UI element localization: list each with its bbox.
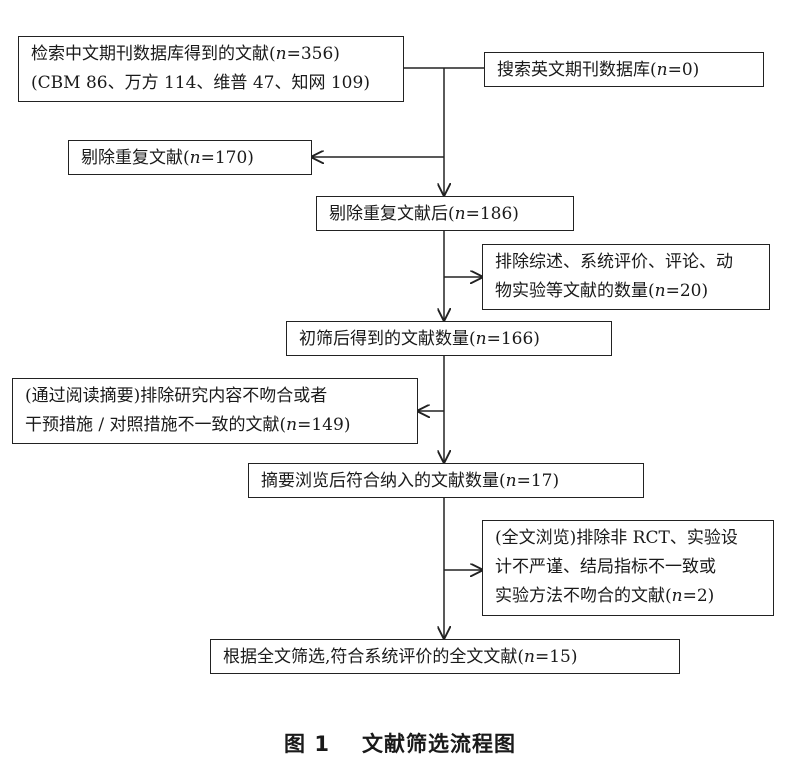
figure-caption: 图 1 文献筛选流程图 xyxy=(0,728,800,758)
node-final-included: 根据全文筛选,符合系统评价的全文文献(n=15) xyxy=(210,639,680,674)
figure-number: 图 1 xyxy=(284,732,330,756)
node-abstract-included: 摘要浏览后符合纳入的文献数量(n=17) xyxy=(248,463,644,498)
exclude-fulltext-line2: 计不严谨、结局指标不一致或 xyxy=(495,557,716,577)
exclude-fulltext-line3-prefix: 实验方法不吻合的文献( xyxy=(495,586,672,606)
exclude-reviews-count: =20) xyxy=(665,281,709,301)
n-symbol: n xyxy=(475,329,487,349)
node-exclude-by-abstract: (通过阅读摘要)排除研究内容不吻合或者 干预措施 / 对照措施不一致的文献(n=… xyxy=(12,378,418,444)
node-duplicates-removed: 剔除重复文献(n=170) xyxy=(68,140,312,175)
abstract-included-prefix: 摘要浏览后符合纳入的文献数量( xyxy=(261,471,506,491)
n-symbol: n xyxy=(286,415,298,435)
exclude-abstract-line1: (通过阅读摘要)排除研究内容不吻合或者 xyxy=(25,386,328,406)
n-symbol: n xyxy=(454,204,466,224)
exclude-abstract-count: =149) xyxy=(297,415,351,435)
initial-screen-prefix: 初筛后得到的文献数量( xyxy=(299,329,476,349)
abstract-included-count: =17) xyxy=(516,471,560,491)
dup-removed-count: =170) xyxy=(200,148,254,168)
n-symbol: n xyxy=(275,44,287,64)
n-symbol: n xyxy=(654,281,666,301)
exclude-reviews-line1: 排除综述、系统评价、评论、动 xyxy=(495,252,733,272)
search-cn-line1-prefix: 检索中文期刊数据库得到的文献( xyxy=(31,44,276,64)
node-exclude-reviews: 排除综述、系统评价、评论、动 物实验等文献的数量(n=20) xyxy=(482,244,770,310)
final-included-prefix: 根据全文筛选,符合系统评价的全文文献( xyxy=(223,647,525,667)
initial-screen-count: =166) xyxy=(486,329,540,349)
n-symbol: n xyxy=(524,647,535,667)
node-after-deduplication: 剔除重复文献后(n=186) xyxy=(316,196,574,231)
figure-title: 文献筛选流程图 xyxy=(361,732,516,756)
exclude-fulltext-count: =2) xyxy=(682,586,715,606)
search-en-count: =0) xyxy=(667,60,700,80)
after-dedup-prefix: 剔除重复文献后( xyxy=(329,204,455,224)
node-search-english-databases: 搜索英文期刊数据库(n=0) xyxy=(484,52,764,87)
node-exclude-by-fulltext: (全文浏览)排除非 RCT、实验设 计不严谨、结局指标不一致或 实验方法不吻合的… xyxy=(482,520,774,616)
n-symbol: n xyxy=(656,60,668,80)
n-symbol: n xyxy=(671,586,683,606)
exclude-fulltext-line1: (全文浏览)排除非 RCT、实验设 xyxy=(495,528,738,548)
node-initial-screening: 初筛后得到的文献数量(n=166) xyxy=(286,321,612,356)
search-cn-breakdown: (CBM 86、万方 114、维普 47、知网 109) xyxy=(31,73,370,93)
search-en-prefix: 搜索英文期刊数据库( xyxy=(497,60,657,80)
search-cn-count: =356) xyxy=(286,44,340,64)
after-dedup-count: =186) xyxy=(465,204,519,224)
exclude-abstract-line2-prefix: 干预措施 / 对照措施不一致的文献( xyxy=(25,415,287,435)
exclude-reviews-line2-prefix: 物实验等文献的数量( xyxy=(495,281,655,301)
dup-removed-prefix: 剔除重复文献( xyxy=(81,148,190,168)
final-included-count: =15) xyxy=(535,647,578,667)
node-search-chinese-databases: 检索中文期刊数据库得到的文献(n=356) (CBM 86、万方 114、维普 … xyxy=(18,36,404,102)
n-symbol: n xyxy=(505,471,517,491)
n-symbol: n xyxy=(189,148,201,168)
